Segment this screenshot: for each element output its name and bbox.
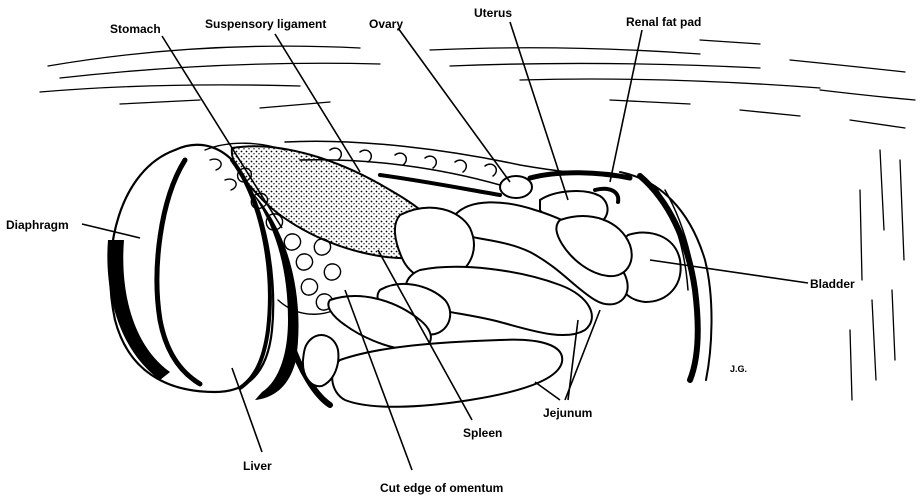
spleen-label: Spleen	[463, 426, 502, 440]
liver-label: Liver	[243, 459, 272, 473]
ovary-label: Ovary	[369, 17, 403, 31]
bladder-label: Bladder	[810, 277, 855, 291]
artist-initials: J.G.	[730, 364, 747, 374]
stomach-label: Stomach	[110, 22, 161, 36]
jejunum-label: Jejunum	[543, 406, 592, 420]
cut-edge-of-omentum-label: Cut edge of omentum	[380, 481, 503, 495]
renal-fat-pad-label: Renal fat pad	[626, 15, 701, 29]
uterus-label: Uterus	[474, 6, 512, 20]
suspensory-ligament-label: Suspensory ligament	[205, 17, 326, 31]
diaphragm-label: Diaphragm	[6, 218, 69, 232]
